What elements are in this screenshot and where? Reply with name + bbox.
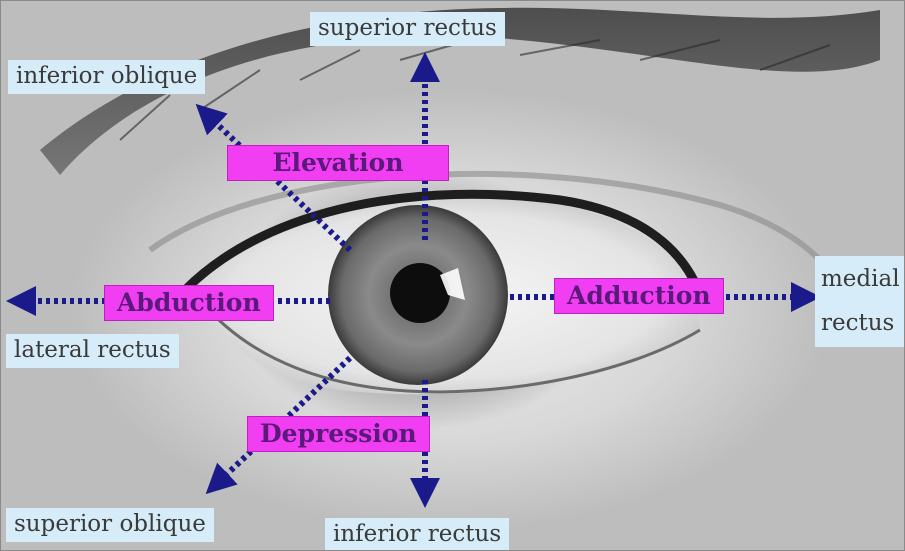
label-inferior-rectus: inferior rectus <box>325 518 509 551</box>
label-superior-rectus: superior rectus <box>310 12 505 46</box>
label-elevation: Elevation <box>227 145 449 181</box>
label-medial-rectus: medial rectus <box>815 256 905 347</box>
label-medial-rectus-line1: medial <box>821 258 900 302</box>
pupil <box>390 263 450 323</box>
label-adduction: Adduction <box>554 278 724 314</box>
label-superior-oblique: superior oblique <box>6 508 214 542</box>
label-inferior-oblique: inferior oblique <box>8 60 205 94</box>
label-depression: Depression <box>247 416 430 452</box>
label-abduction: Abduction <box>104 285 274 321</box>
label-medial-rectus-line2: rectus <box>821 302 900 346</box>
label-lateral-rectus: lateral rectus <box>6 334 179 368</box>
